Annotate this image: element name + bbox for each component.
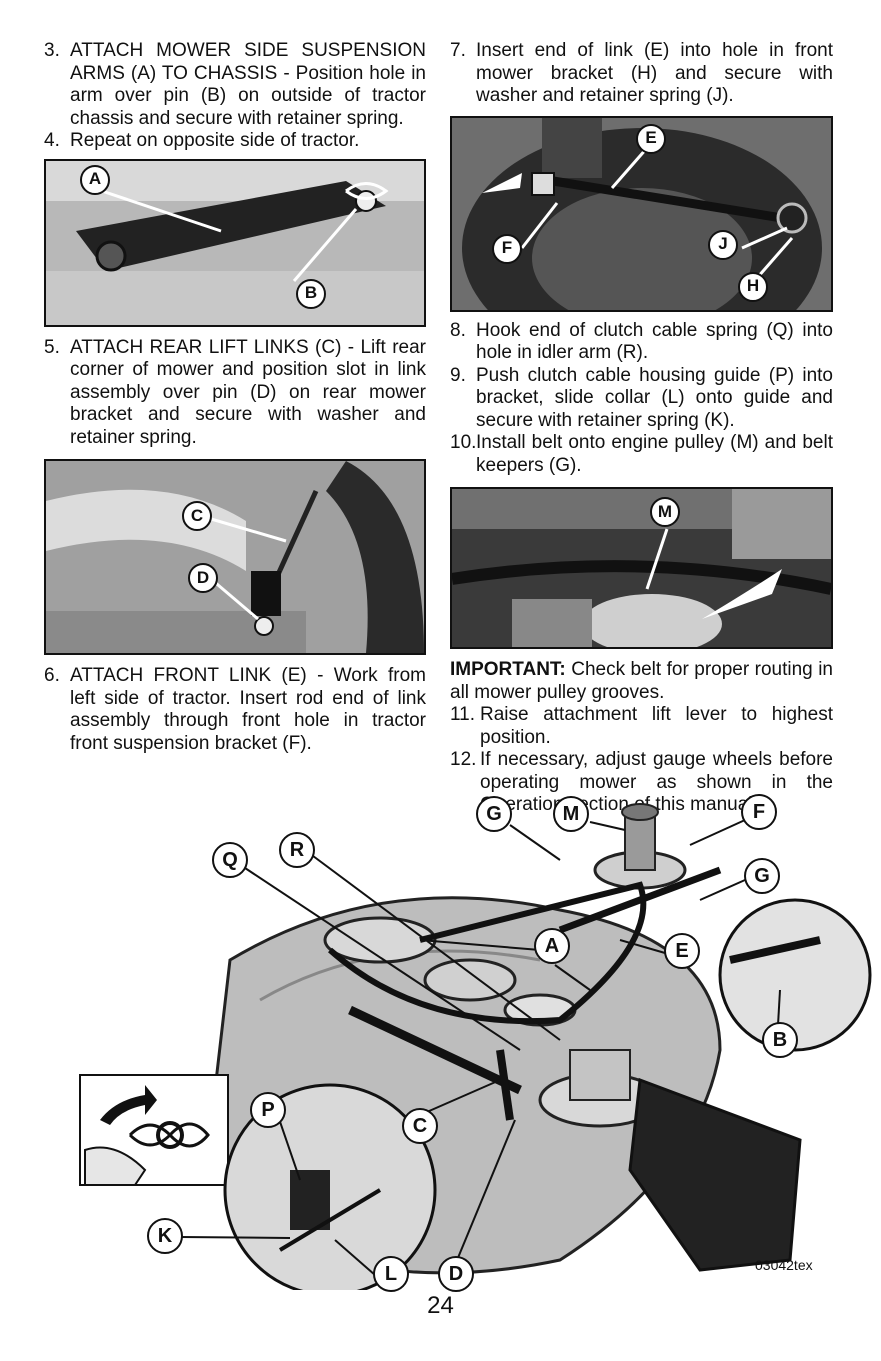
step-text: ATTACH REAR LIFT LINKS (C) - Lift rear c…: [70, 336, 426, 448]
step-6: 6. ATTACH FRONT LINK (E) - Work from lef…: [44, 665, 426, 755]
callout-k: K: [147, 1218, 183, 1254]
callout-b: B: [296, 278, 326, 309]
important-text: Check belt for proper routing in all mow…: [450, 659, 833, 703]
step-text: Hook end of clutch cable spring (Q) into…: [476, 319, 833, 364]
step-number: 7.: [450, 40, 466, 61]
callout-g-top: G: [476, 796, 512, 832]
step-number: 6.: [44, 665, 60, 686]
step-3: 3. ATTACH MOWER SIDE SUSPENSION ARMS (A)…: [44, 40, 426, 130]
callout-e: E: [636, 123, 666, 154]
step-7: 7. Insert end of link (E) into hole in f…: [450, 40, 833, 108]
step-number: 3.: [44, 40, 60, 61]
callout-m-top: M: [553, 796, 589, 832]
callout-p: P: [250, 1092, 286, 1128]
step-text: Insert end of link (E) into hole in fron…: [476, 40, 833, 106]
right-column: 7. Insert end of link (E) into hole in f…: [450, 40, 833, 817]
callout-c: C: [402, 1108, 438, 1144]
step-number: 11.: [450, 704, 476, 725]
left-column: 3. ATTACH MOWER SIDE SUSPENSION ARMS (A)…: [44, 40, 426, 755]
step-number: 9.: [450, 364, 466, 386]
step-4: 4. Repeat on opposite side of tractor.: [44, 130, 426, 153]
step-9: 9. Push clutch cable housing guide (P) i…: [450, 365, 833, 433]
callout-a: A: [534, 928, 570, 964]
callout-g-right: G: [744, 858, 780, 894]
step-text: If necessary, adjust gauge wheels before…: [480, 749, 833, 815]
callout-a: A: [80, 164, 110, 195]
step-11: 11. Raise attachment lift lever to highe…: [450, 704, 833, 749]
step-number: 4.: [44, 130, 60, 151]
callout-d: D: [438, 1256, 474, 1292]
photo-side-suspension-arm: A B: [44, 158, 426, 327]
step-8: 8. Hook end of clutch cable spring (Q) i…: [450, 320, 833, 365]
important-note: IMPORTANT: Check belt for proper routing…: [450, 659, 833, 704]
step-text: Raise attachment lift lever to highest p…: [480, 704, 833, 748]
mower-deck-diagram: G M F Q R G A E B P C K L D: [0, 790, 881, 1297]
photo-front-link: E F J H: [450, 115, 833, 312]
photo-rear-lift-links: C D: [44, 459, 426, 655]
step-text: ATTACH FRONT LINK (E) - Work from left s…: [70, 665, 426, 754]
callout-l: L: [373, 1256, 409, 1292]
step-12: 12. If necessary, adjust gauge wheels be…: [450, 749, 833, 817]
callout-d: D: [188, 563, 218, 593]
step-text: Repeat on opposite side of tractor.: [70, 130, 360, 151]
step-number: 8.: [450, 319, 466, 341]
callout-r: R: [279, 832, 315, 868]
callout-h: H: [738, 271, 768, 302]
callout-j: J: [708, 229, 738, 260]
step-text: Push clutch cable housing guide (P) into…: [476, 364, 833, 431]
step-text: ATTACH MOWER SIDE SUSPENSION ARMS (A) TO…: [70, 40, 426, 129]
callout-f: F: [492, 233, 522, 264]
callout-b: B: [762, 1022, 798, 1058]
photo-engine-pulley: M: [450, 487, 833, 649]
figure-code: 03042tex: [755, 1257, 813, 1273]
step-number: 5.: [44, 336, 60, 358]
step-10: 10. Install belt onto engine pulley (M) …: [450, 432, 833, 477]
callout-f-top: F: [741, 794, 777, 830]
step-5: 5. ATTACH REAR LIFT LINKS (C) - Lift rea…: [44, 337, 426, 450]
step-number: 12.: [450, 749, 477, 770]
callout-q: Q: [212, 842, 248, 878]
step-number: 10.: [450, 432, 477, 453]
important-label: IMPORTANT:: [450, 659, 566, 680]
page-number: 24: [427, 1292, 454, 1319]
step-text: Install belt onto engine pulley (M) and …: [476, 432, 833, 476]
callout-c: C: [182, 501, 212, 531]
callout-m: M: [650, 497, 680, 527]
callout-e: E: [664, 933, 700, 969]
